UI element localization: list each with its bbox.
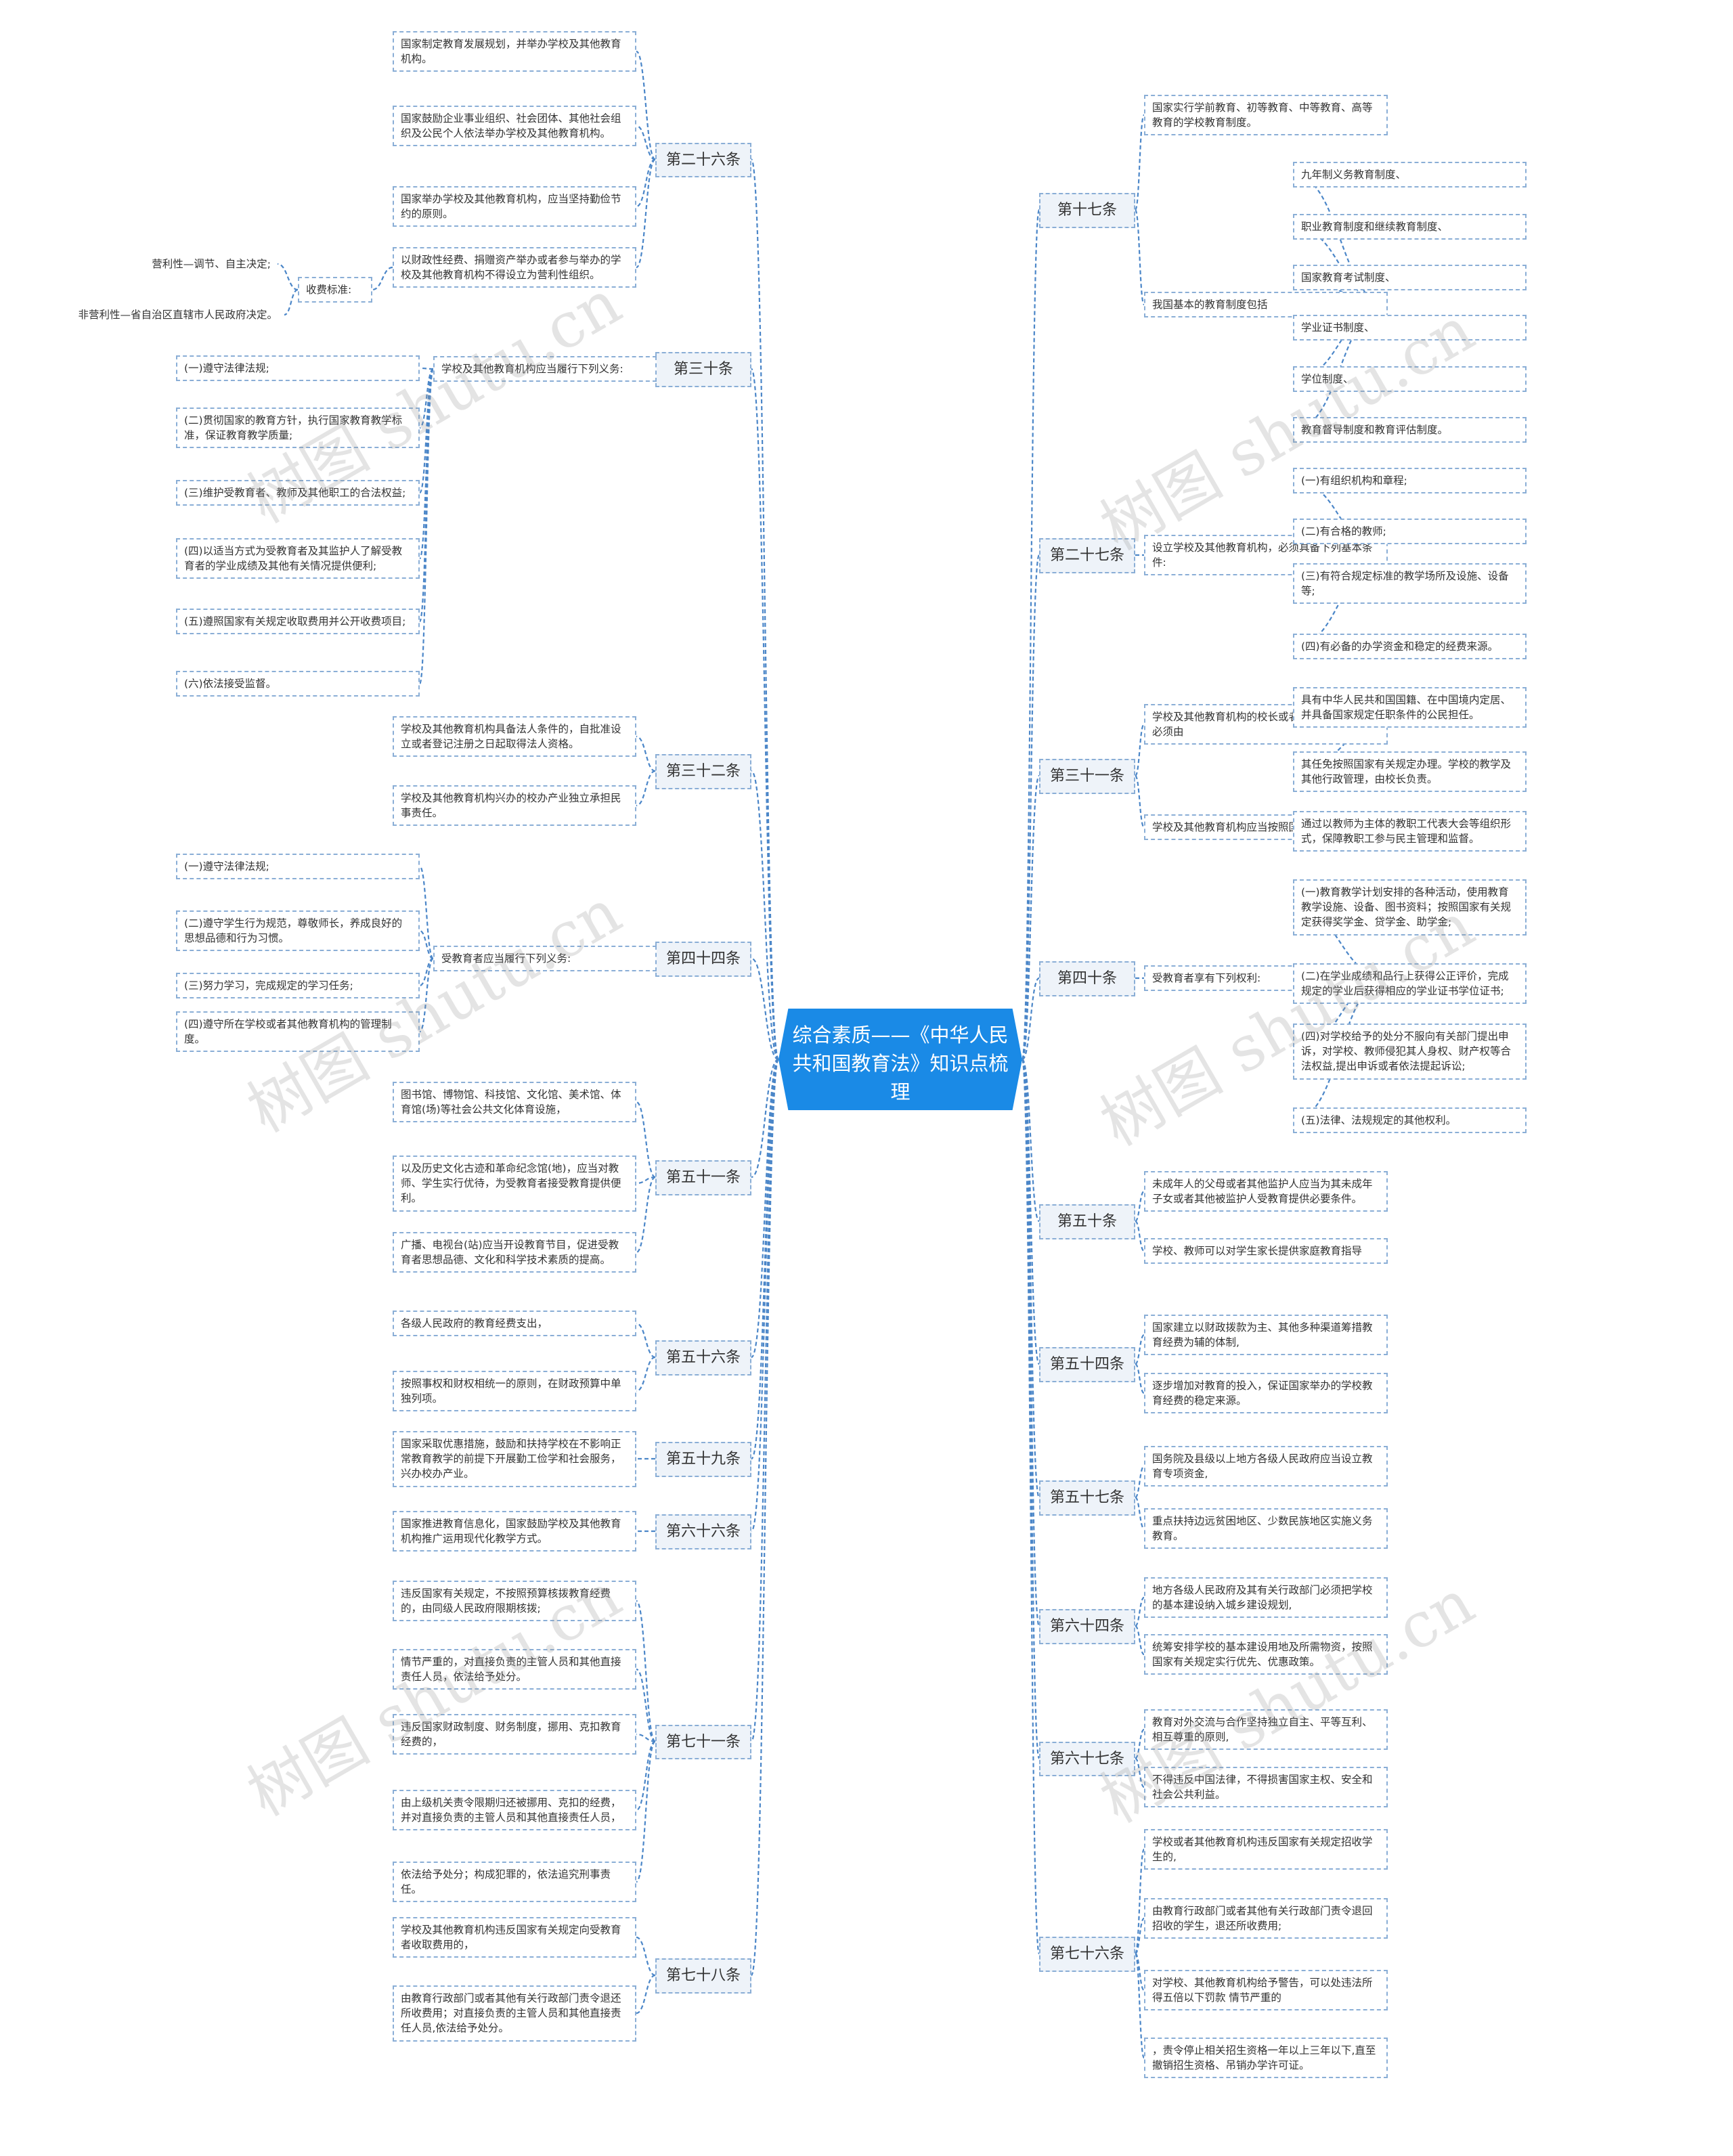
sub-clause[interactable]: (二)有合格的教师; [1293,519,1527,545]
article-clause[interactable]: 各级人民政府的教育经费支出， [393,1311,636,1337]
sub-clause[interactable]: 国家教育考试制度、 [1293,265,1527,291]
sub-clause[interactable]: (五)法律、法规规定的其他权利。 [1293,1107,1527,1134]
branch-article[interactable]: 第六十四条 [1039,1609,1135,1644]
article-clause[interactable]: 由上级机关责令限期归还被挪用、克扣的经费，并对直接负责的主管人员和其他直接责任人… [393,1789,636,1831]
article-clause[interactable]: 国务院及县级以上地方各级人民政府应当设立教育专项资金, [1144,1445,1388,1487]
article-clause[interactable]: 由教育行政部门或者其他有关行政部门责令退还所收费用；对直接负责的主管人员和其他直… [393,1985,636,2042]
article-clause[interactable]: 按照事权和财权相统一的原则，在财政预算中单独列项。 [393,1370,636,1412]
sub-clause[interactable]: (一)有组织机构和章程; [1293,468,1527,494]
sub-clause[interactable]: (六)依法接受监督。 [176,671,420,697]
article-clause[interactable]: 情节严重的，对直接负责的主管人员和其他直接责任人员，依法给予处分。 [393,1648,636,1690]
article-clause[interactable]: 违反国家财政制度、财务制度，挪用、克扣教育经费的， [393,1713,636,1755]
article-clause[interactable]: 我国基本的教育制度包括 [1144,292,1388,318]
article-clause[interactable]: 国家实行学前教育、初等教育、中等教育、高等教育的学校教育制度。 [1144,94,1388,136]
article-clause[interactable]: 依法给予处分；构成犯罪的，依法追究刑事责任。 [393,1861,636,1903]
article-clause[interactable]: 学校及其他教育机构具备法人条件的，自批准设立或者登记注册之日起取得法人资格。 [393,716,636,757]
article-clause[interactable]: 重点扶持边远贫困地区、少数民族地区实施义务教育。 [1144,1508,1388,1549]
branch-article[interactable]: 第五十一条 [655,1160,751,1195]
sub-clause[interactable]: (四)对学校给予的处分不服向有关部门提出申诉，对学校、教师侵犯其人身权、财产权等… [1293,1023,1527,1080]
article-clause[interactable]: 不得违反中国法律，不得损害国家主权、安全和社会公共利益。 [1144,1766,1388,1808]
branch-article[interactable]: 第五十七条 [1039,1480,1135,1516]
sub-sub-clause[interactable]: 非营利性—省自治区直辖市人民政府决定。 [44,303,284,327]
article-clause[interactable]: 以及历史文化古迹和革命纪念馆(地)，应当对教师、学生实行优待，为受教育者接受教育… [393,1155,636,1212]
article-clause[interactable]: 违反国家有关规定，不按照预算核拨教育经费的，由同级人民政府限期核拨; [393,1580,636,1622]
sub-sub-clause[interactable]: 营利性—调节、自主决定; [125,252,278,276]
article-clause[interactable]: 图书馆、博物馆、科技馆、文化馆、美术馆、体育馆(场)等社会公共文化体育设施， [393,1081,636,1123]
branch-article[interactable]: 第五十六条 [655,1340,751,1376]
article-clause[interactable]: ，责令停止相关招生资格一年以上三年以下,直至撤销招生资格、吊销办学许可证。 [1144,2037,1388,2079]
article-clause[interactable]: 逐步增加对教育的投入，保证国家举办的学校教育经费的稳定来源。 [1144,1372,1388,1414]
branch-article[interactable]: 第四十四条 [655,942,751,977]
branch-article[interactable]: 第四十条 [1039,961,1135,996]
sub-clause[interactable]: 其任免按照国家有关规定办理。学校的教学及其他行政管理，由校长负责。 [1293,751,1527,793]
sub-clause[interactable]: (一)遵守法律法规; [176,355,420,382]
root-topic[interactable]: 综合素质——《中华人民共和国教育法》知识点梳理 [778,1009,1022,1110]
article-clause[interactable]: 国家建立以财政拨款为主、其他多种渠道筹措教育经费为辅的体制, [1144,1314,1388,1356]
branch-article[interactable]: 第六十六条 [655,1514,751,1549]
sub-clause[interactable]: 九年制义务教育制度、 [1293,162,1527,188]
branch-article[interactable]: 第三十二条 [655,754,751,789]
branch-article[interactable]: 第七十一条 [655,1724,751,1760]
sub-clause[interactable]: (一)教育教学计划安排的各种活动，使用教育教学设施、设备、图书资料；按照国家有关… [1293,879,1527,936]
sub-clause[interactable]: 学业证书制度、 [1293,315,1527,341]
sub-clause[interactable]: (二)贯彻国家的教育方针，执行国家教育教学标准，保证教育教学质量; [176,407,420,449]
branch-article[interactable]: 第十七条 [1039,193,1135,228]
article-clause[interactable]: 统筹安排学校的基本建设用地及所需物资，按照国家有关规定实行优先、优惠政策。 [1144,1633,1388,1675]
branch-article[interactable]: 第三十条 [655,352,751,387]
sub-clause[interactable]: (五)遵照国家有关规定收取费用并公开收费项目; [176,609,420,635]
article-clause[interactable]: 由教育行政部门或者其他有关行政部门责令退回招收的学生，退还所收费用; [1144,1897,1388,1939]
sub-clause[interactable]: 收费标准: [298,277,372,303]
article-clause[interactable]: 地方各级人民政府及其有关行政部门必须把学校的基本建设纳入城乡建设规划, [1144,1577,1388,1619]
article-clause[interactable]: 未成年人的父母或者其他监护人应当为其未成年子女或者其他被监护人受教育提供必要条件… [1144,1170,1388,1212]
sub-clause[interactable]: (三)维护受教育者、教师及其他职工的合法权益; [176,480,420,506]
branch-article[interactable]: 第五十条 [1039,1204,1135,1239]
sub-clause[interactable]: 教育督导制度和教育评估制度。 [1293,417,1527,443]
article-clause[interactable]: 国家制定教育发展规划，并举办学校及其他教育机构。 [393,30,636,72]
branch-article[interactable]: 第七十六条 [1039,1937,1135,1972]
article-clause[interactable]: 学校及其他教育机构兴办的校办产业独立承担民事责任。 [393,785,636,827]
article-clause[interactable]: 受教育者应当履行下列义务: [433,946,657,972]
article-clause[interactable]: 国家鼓励企业事业组织、社会团体、其他社会组织及公民个人依法举办学校及其他教育机构… [393,105,636,147]
sub-clause[interactable]: 学位制度、 [1293,366,1527,393]
sub-clause[interactable]: (三)有符合规定标准的教学场所及设施、设备等; [1293,563,1527,604]
branch-article[interactable]: 第五十九条 [655,1442,751,1477]
branch-article[interactable]: 第七十八条 [655,1958,751,1994]
article-clause[interactable]: 学校、教师可以对学生家长提供家庭教育指导 [1144,1238,1388,1264]
article-clause[interactable]: 教育对外交流与合作坚持独立自主、平等互利、相互尊重的原则, [1144,1709,1388,1751]
article-clause[interactable]: 学校及其他教育机构违反国家有关规定向受教育者收取费用的， [393,1916,636,1958]
branch-article[interactable]: 第三十一条 [1039,759,1135,794]
sub-clause[interactable]: (四)以适当方式为受教育者及其监护人了解受教育者的学业成绩及其他有关情况提供便利… [176,537,420,579]
branch-article[interactable]: 第二十六条 [655,142,751,178]
article-clause[interactable]: 国家举办学校及其他教育机构，应当坚持勤俭节约的原则。 [393,185,636,227]
article-clause[interactable]: 国家推进教育信息化，国家鼓励学校及其他教育机构推广运用现代化教学方式。 [393,1510,636,1552]
sub-clause[interactable]: (一)遵守法律法规; [176,854,420,880]
article-clause[interactable]: 学校或者其他教育机构违反国家有关规定招收学生的, [1144,1828,1388,1870]
sub-clause[interactable]: (二)遵守学生行为规范，尊敬师长，养成良好的思想品德和行为习惯。 [176,910,420,952]
article-clause[interactable]: 以财政性经费、捐赠资产举办或者参与举办的学校及其他教育机构不得设立为营利性组织。 [393,246,636,288]
sub-clause[interactable]: (四)有必备的办学资金和稳定的经费来源。 [1293,634,1527,660]
sub-clause[interactable]: (四)遵守所在学校或者其他教育机构的管理制度。 [176,1011,420,1053]
branch-article[interactable]: 第六十七条 [1039,1741,1135,1777]
branch-article[interactable]: 第五十四条 [1039,1347,1135,1382]
article-clause[interactable]: 对学校、其他教育机构给予警告，可以处违法所得五倍以下罚款 情节严重的 [1144,1969,1388,2011]
article-clause[interactable]: 国家采取优惠措施，鼓励和扶持学校在不影响正常教育教学的前提下开展勤工俭学和社会服… [393,1430,636,1487]
sub-clause[interactable]: 具有中华人民共和国国籍、在中国境内定居、并具备国家规定任职条件的公民担任。 [1293,686,1527,728]
sub-clause[interactable]: (二)在学业成绩和品行上获得公正评价，完成规定的学业后获得相应的学业证书学位证书… [1293,963,1527,1005]
article-clause[interactable]: 广播、电视台(站)应当开设教育节目，促进受教育者思想品德、文化和科学技术素质的提… [393,1231,636,1273]
article-clause[interactable]: 学校及其他教育机构应当履行下列义务: [433,356,657,382]
branch-article[interactable]: 第二十七条 [1039,538,1135,573]
sub-clause[interactable]: 通过以教师为主体的教职工代表大会等组织形式，保障教职工参与民主管理和监督。 [1293,810,1527,852]
sub-clause[interactable]: 职业教育制度和继续教育制度、 [1293,214,1527,240]
sub-clause[interactable]: (三)努力学习，完成规定的学习任务; [176,973,420,999]
